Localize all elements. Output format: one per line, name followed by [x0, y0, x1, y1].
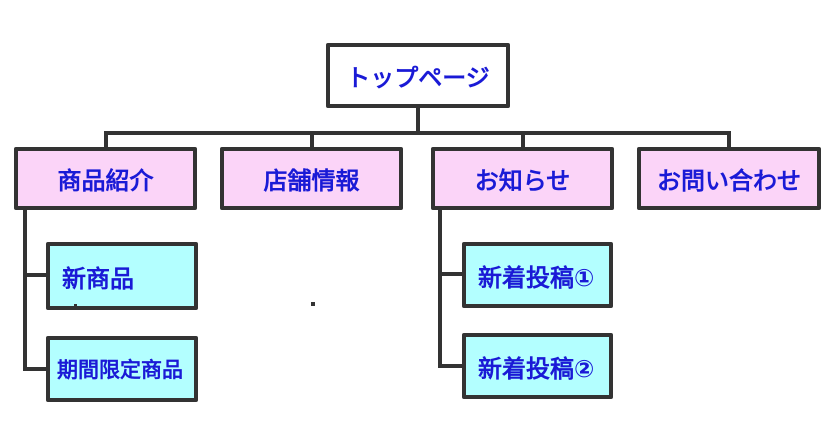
- connector-stub-4: [727, 131, 731, 147]
- node-new-products: 新商品: [46, 242, 198, 310]
- node-new-post-2-label: 新着投稿②: [478, 355, 595, 383]
- connector-root-stem: [416, 108, 420, 133]
- connector-right-branch-stem: [438, 210, 442, 368]
- stray-dot: [311, 302, 315, 306]
- stray-dot: [74, 304, 77, 307]
- connector-left-branch-stem: [23, 210, 27, 371]
- node-store-info-label: 店舗情報: [263, 168, 360, 195]
- node-store-info: 店舗情報: [220, 147, 403, 210]
- connector-right-branch-arm-1: [438, 272, 462, 276]
- node-news: お知らせ: [431, 147, 614, 210]
- node-news-label: お知らせ: [474, 168, 571, 195]
- node-contact-label: お問い合わせ: [657, 168, 801, 195]
- connector-stub-3: [521, 131, 525, 147]
- connector-stub-2: [310, 131, 314, 147]
- node-limited-time-products: 期間限定商品: [46, 336, 198, 402]
- node-new-products-label: 新商品: [62, 265, 134, 293]
- node-new-post-1-label: 新着投稿①: [478, 264, 595, 292]
- node-contact: お問い合わせ: [637, 147, 821, 210]
- node-product-intro: 商品紹介: [14, 147, 197, 210]
- node-top-page: トップページ: [326, 43, 510, 108]
- connector-horizontal-rail: [104, 131, 731, 135]
- connector-stub-1: [104, 131, 108, 147]
- node-product-intro-label: 商品紹介: [57, 168, 154, 195]
- node-limited-time-products-label: 期間限定商品: [57, 359, 183, 382]
- connector-left-branch-arm-2: [23, 367, 47, 371]
- connector-right-branch-arm-2: [438, 364, 462, 368]
- connector-left-branch-arm-1: [23, 273, 47, 277]
- node-top-page-label: トップページ: [346, 65, 490, 92]
- node-new-post-2: 新着投稿②: [462, 333, 613, 399]
- node-new-post-1: 新着投稿①: [462, 242, 613, 308]
